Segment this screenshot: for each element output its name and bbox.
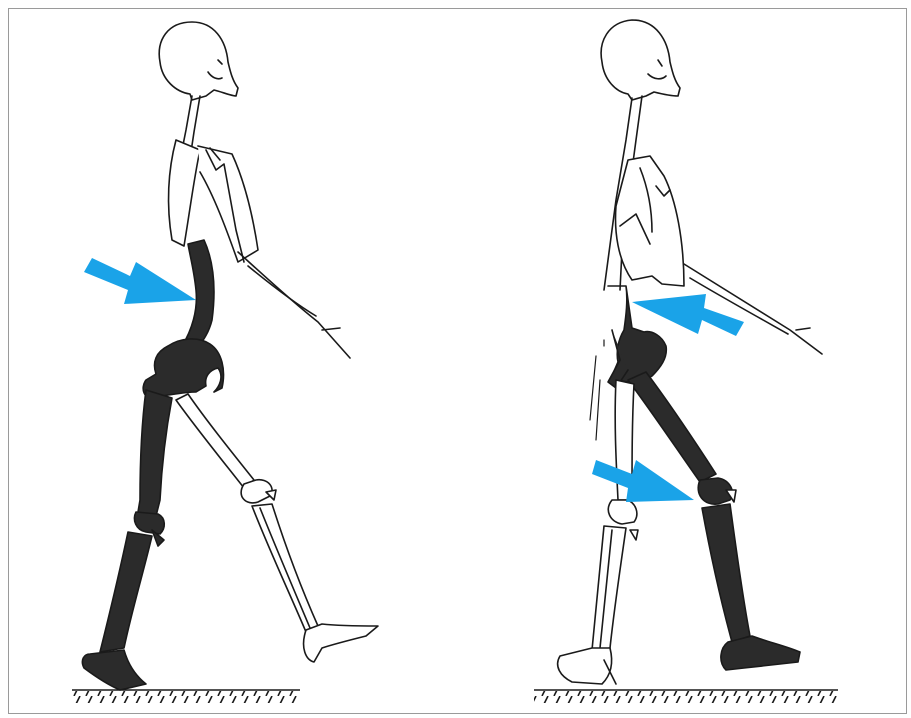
left-swing-femur [176, 394, 254, 488]
right-skull [601, 20, 680, 100]
right-stance-tibia [702, 504, 750, 642]
left-skeleton [82, 22, 378, 690]
left-lumbar-arrow [84, 258, 196, 304]
right-knee-arrow [592, 460, 694, 502]
left-stance-knee [134, 512, 164, 534]
right-ground [534, 690, 838, 703]
left-ribcage [169, 140, 200, 246]
right-skeleton [558, 20, 822, 684]
right-stance-foot [721, 636, 800, 670]
left-ground [72, 690, 300, 703]
left-pelvis [143, 339, 223, 398]
left-swing-foot [304, 624, 378, 662]
left-skull [159, 22, 238, 100]
left-arm [238, 252, 350, 358]
left-stance-tibia [100, 532, 152, 652]
right-swing-foot [558, 648, 612, 684]
right-swing-tibia [592, 526, 626, 650]
left-stance-foot [82, 650, 146, 690]
left-stance-femur [138, 390, 172, 516]
